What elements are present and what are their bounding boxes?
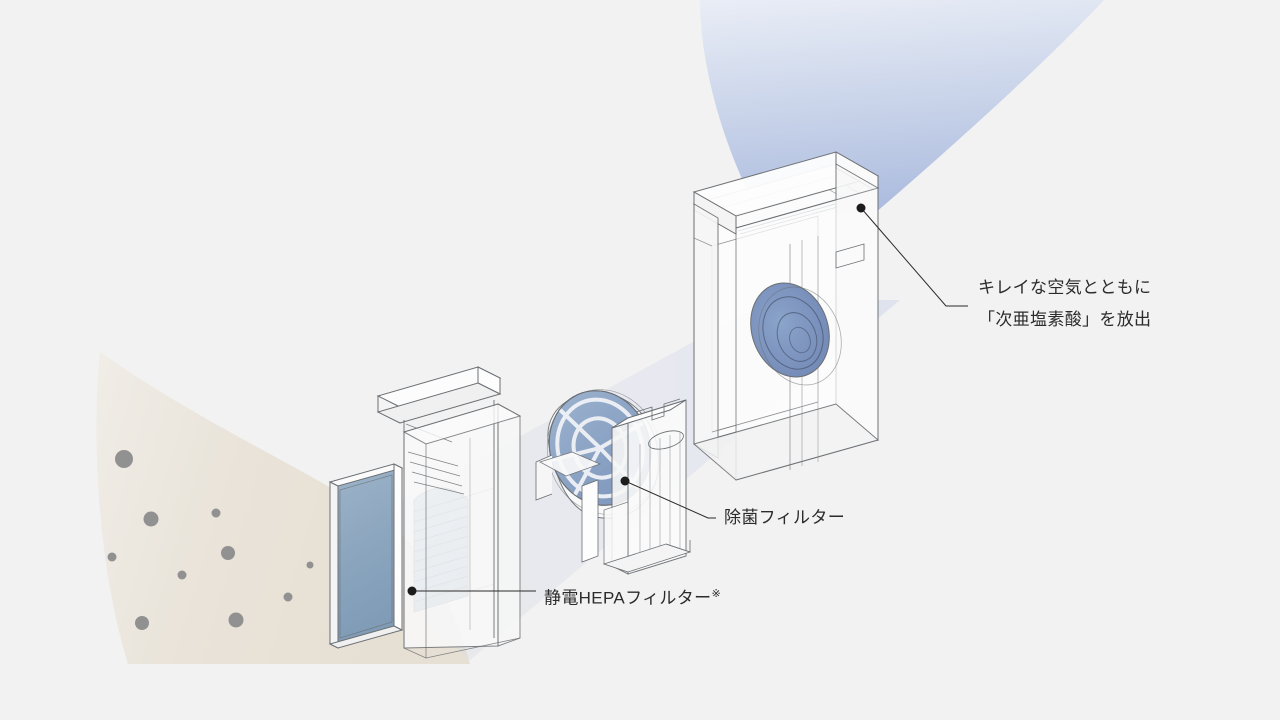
leader-lines <box>412 207 968 592</box>
callout-sterilizing-filter: 除菌フィルター <box>724 502 845 534</box>
dust-particle <box>211 508 221 518</box>
marker-dot-emission <box>856 203 866 213</box>
dust-particle <box>283 592 293 602</box>
leader-line-emission <box>860 207 968 307</box>
dust-particle <box>107 552 117 562</box>
intake-housing <box>376 366 522 659</box>
reference-mark: ※ <box>711 588 721 600</box>
dust-particle <box>228 612 244 628</box>
hepa-filter-panel <box>328 463 404 649</box>
callout-sterilizing-label: 除菌フィルター <box>724 508 846 527</box>
leader-markers <box>407 203 866 596</box>
dust-particles <box>107 450 314 630</box>
callout-hepa-filter: 静電HEPAフィルター※ <box>544 578 721 615</box>
dust-particle <box>115 450 133 468</box>
dust-particle <box>221 546 235 560</box>
marker-dot-hepa <box>407 586 417 596</box>
air-plume <box>700 0 1104 214</box>
callout-emission-line2: 「次亜塩素酸」を放出 <box>978 310 1152 329</box>
callout-emission-line1: キレイな空気とともに <box>978 278 1152 297</box>
dust-particle <box>306 561 314 569</box>
dust-particle <box>177 570 187 580</box>
callout-hepa-label: 静電HEPAフィルター <box>544 588 712 608</box>
marker-dot-sterilizing <box>620 476 630 486</box>
sterilizing-filter-housing <box>602 398 692 575</box>
diffuser-outlet <box>750 282 842 386</box>
dust-particle <box>143 511 159 527</box>
leader-line-sterilizing <box>624 480 716 519</box>
callout-emission: キレイな空気とともに 「次亜塩素酸」を放出 <box>978 272 1151 336</box>
dust-particle <box>135 616 149 630</box>
